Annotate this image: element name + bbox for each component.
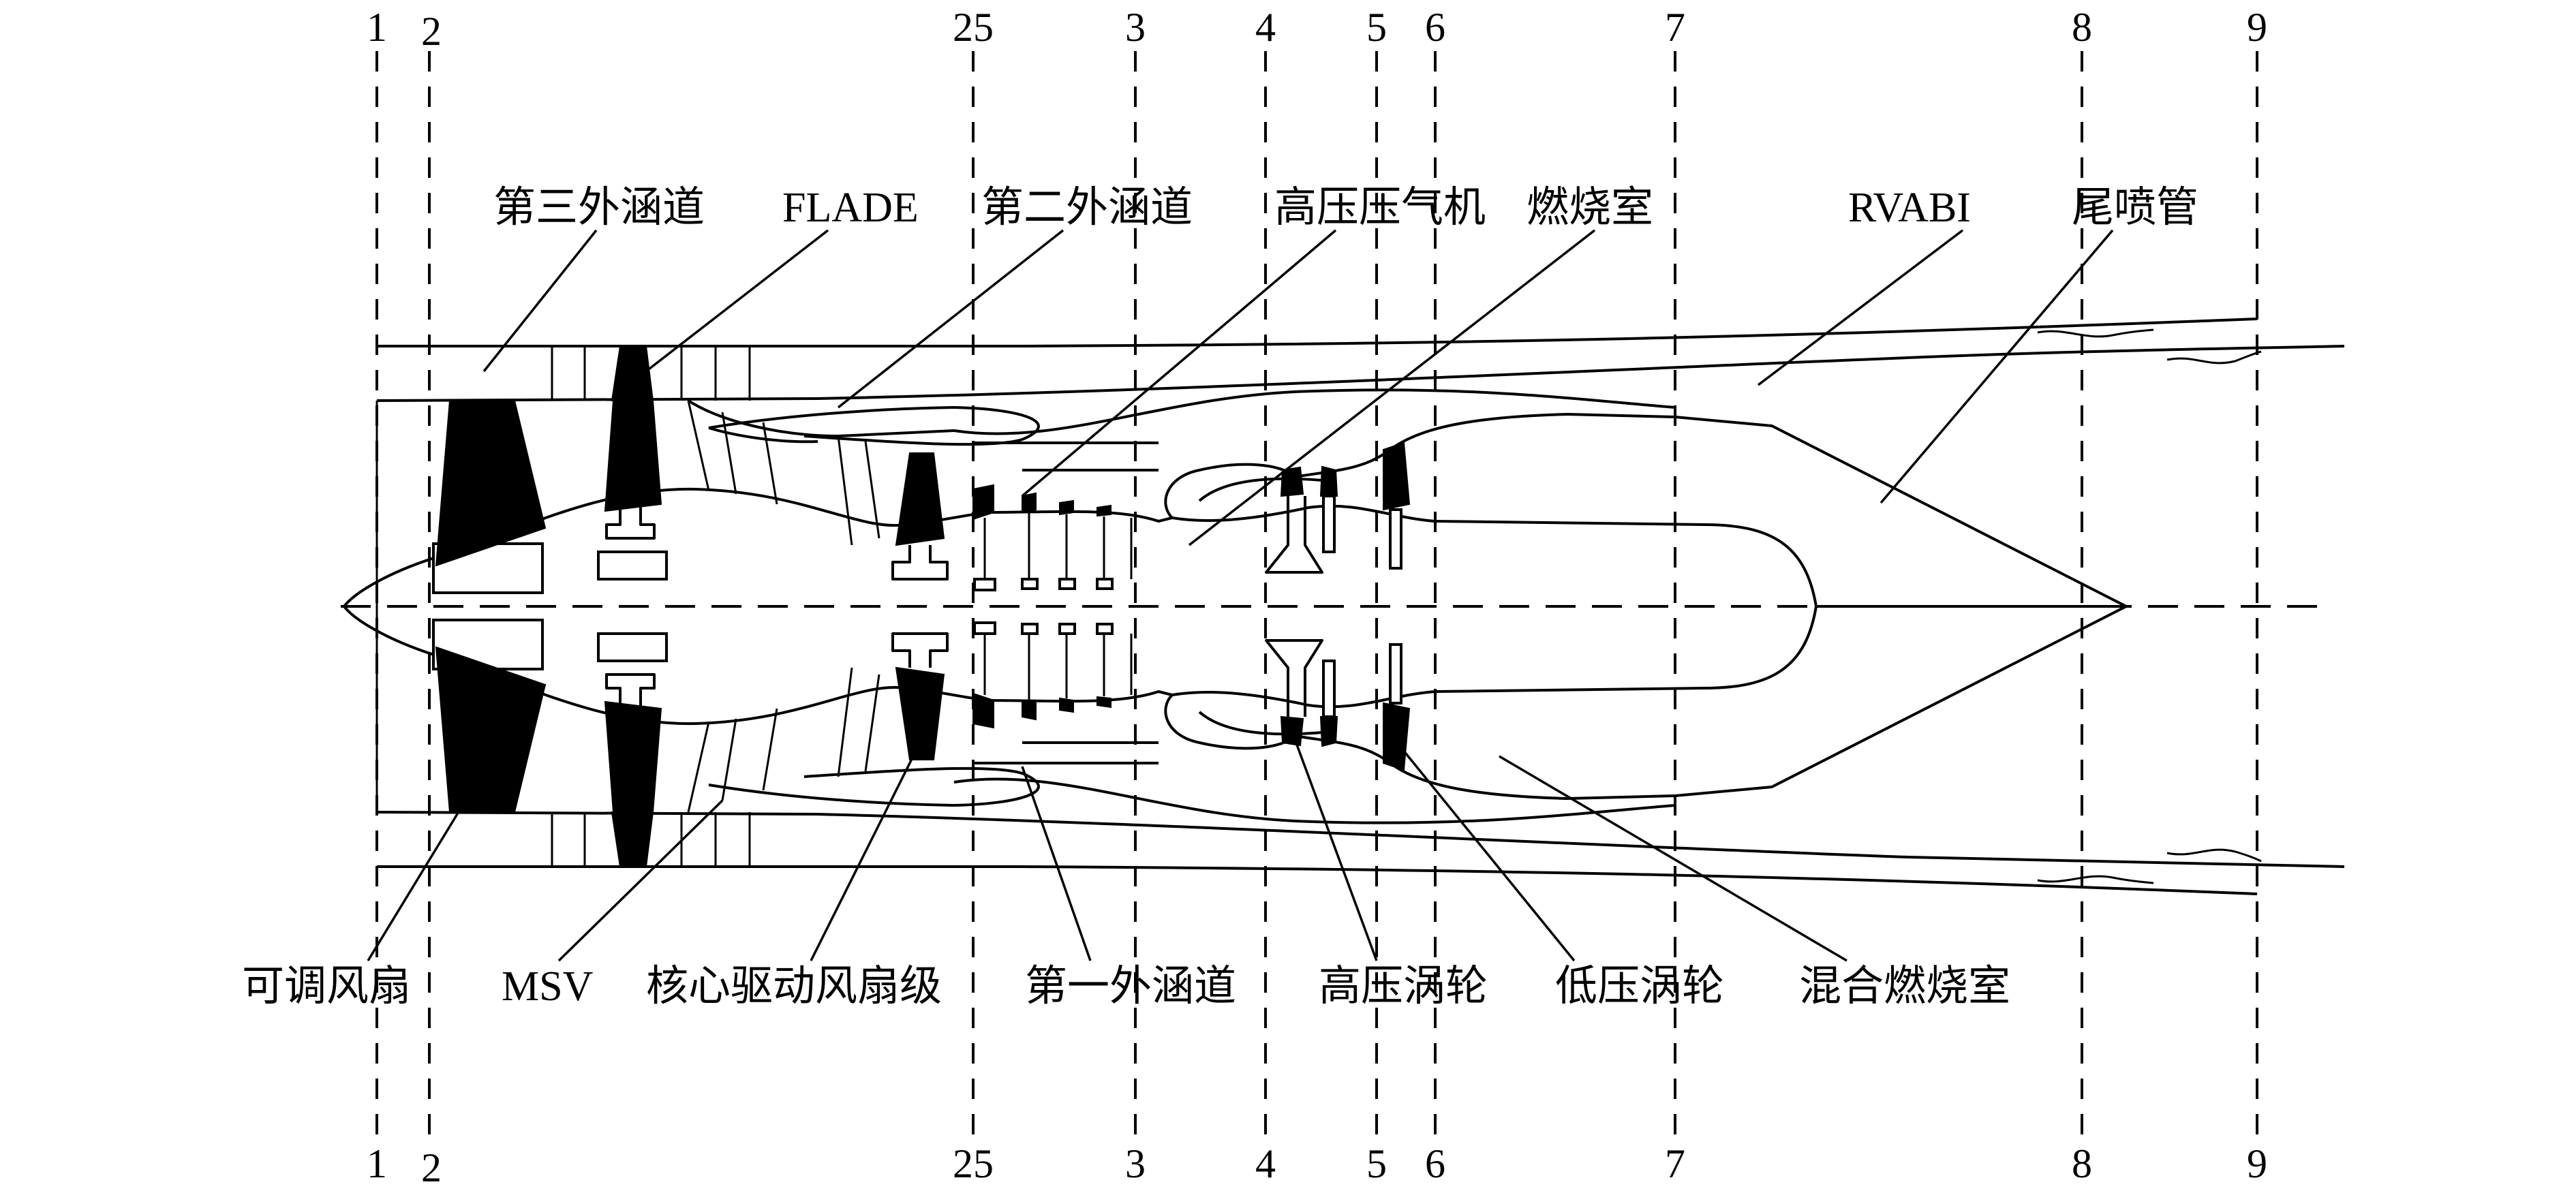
core-driven-fan-blades <box>891 452 949 760</box>
station-2-top: 2 <box>421 9 442 54</box>
label-hp-compressor: 高压压气机 <box>1274 185 1486 231</box>
top-labels: 第三外涵道 FLADE 第二外涵道 高压压气机 燃烧室 RVABI 尾喷管 <box>493 185 2198 231</box>
station-5-bottom: 5 <box>1366 1141 1387 1186</box>
label-lp-turbine: 低压涡轮 <box>1555 963 1724 1010</box>
flade-blades <box>597 345 668 867</box>
station-4-top: 4 <box>1255 5 1276 50</box>
label-variable-fan: 可调风扇 <box>242 963 411 1010</box>
label-mixed-combustor: 混合燃烧室 <box>1799 963 2010 1010</box>
bypass-splitters <box>687 388 1676 824</box>
station-6-bottom: 6 <box>1425 1141 1445 1186</box>
label-core-driven-fan-stage: 核心驱动风扇级 <box>646 963 942 1010</box>
station-5-top: 5 <box>1366 5 1387 50</box>
hp-compressor-blades <box>972 484 1133 729</box>
bottom-labels: 可调风扇 MSV 核心驱动风扇级 第一外涵道 高压涡轮 低压涡轮 混合燃烧室 <box>242 963 2010 1010</box>
turbine-blades <box>1265 441 1411 771</box>
station-9-bottom: 9 <box>2247 1141 2267 1186</box>
station-6-top: 6 <box>1425 5 1445 50</box>
station-7-bottom: 7 <box>1665 1141 1685 1186</box>
station-1-top: 1 <box>367 5 387 50</box>
station-numbers-top: 1 2 25 3 4 5 6 7 8 9 <box>367 5 2267 54</box>
station-9-top: 9 <box>2247 5 2267 50</box>
label-nozzle: 尾喷管 <box>2072 185 2198 231</box>
station-7-top: 7 <box>1665 5 1685 50</box>
label-flade: FLADE <box>782 185 919 231</box>
station-8-bottom: 8 <box>2072 1141 2092 1186</box>
station-lines <box>375 51 2258 1134</box>
fan-stator-lines <box>551 346 880 867</box>
label-second-bypass: 第二外涵道 <box>981 185 1193 231</box>
outer-casing <box>376 317 2345 895</box>
station-3-top: 3 <box>1125 5 1146 50</box>
label-combustor: 燃烧室 <box>1527 185 1653 231</box>
variable-fan-blades <box>435 400 547 813</box>
label-third-bypass: 第三外涵道 <box>493 185 705 231</box>
label-first-bypass: 第一外涵道 <box>1025 963 1236 1010</box>
station-8-top: 8 <box>2072 5 2092 50</box>
station-1-bottom: 1 <box>367 1141 387 1186</box>
station-3-bottom: 3 <box>1125 1141 1146 1186</box>
station-25-top: 25 <box>953 5 994 50</box>
label-rvabi: RVABI <box>1848 185 1971 231</box>
station-25-bottom: 25 <box>953 1141 994 1186</box>
label-hp-turbine: 高压涡轮 <box>1319 963 1488 1010</box>
station-4-bottom: 4 <box>1255 1141 1276 1186</box>
station-numbers-bottom: 1 2 25 3 4 5 6 7 8 9 <box>367 1141 2267 1190</box>
leader-lines <box>367 229 2114 962</box>
station-2-bottom: 2 <box>421 1145 442 1190</box>
label-msv: MSV <box>502 963 594 1010</box>
